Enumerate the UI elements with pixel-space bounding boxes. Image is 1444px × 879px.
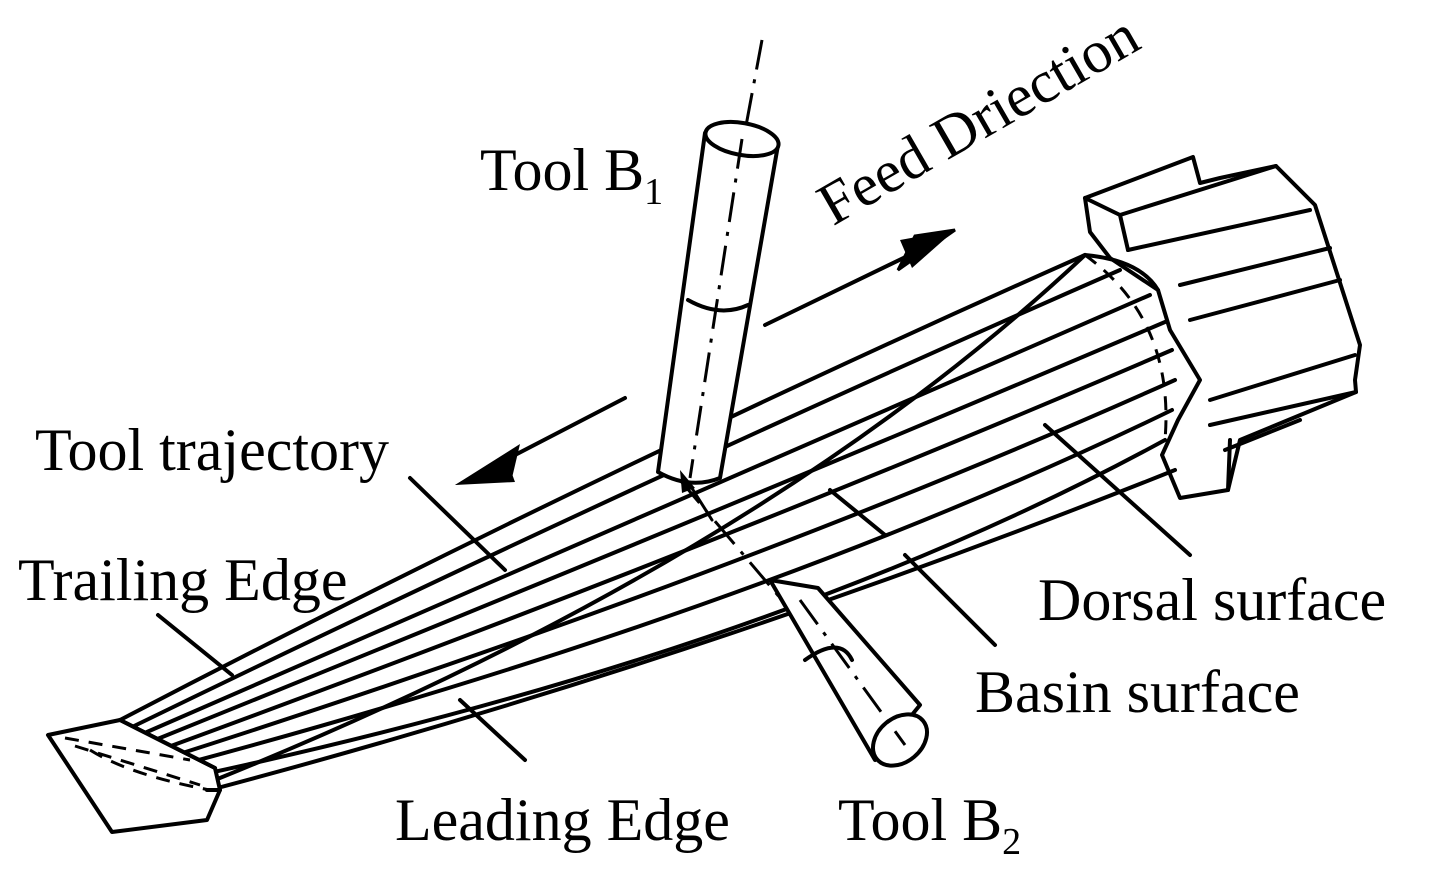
- tool-b1-label: Tool B1: [480, 137, 663, 211]
- tool-b1-subscript: 1: [644, 171, 664, 213]
- leading-edge-text: Leading Edge: [395, 787, 730, 853]
- tool-trajectory-text: Tool trajectory: [35, 417, 389, 483]
- contact-arrow: [680, 470, 714, 522]
- dorsal-surface-label: Dorsal surface: [1038, 570, 1386, 630]
- dorsal-surface-text: Dorsal surface: [1038, 567, 1387, 633]
- tool-trajectory-arrow: [455, 396, 627, 485]
- basin-surface-text: Basin surface: [975, 659, 1300, 725]
- feed-direction-arrow: [763, 228, 956, 327]
- trailing-edge-text: Trailing Edge: [18, 547, 348, 613]
- tool-b1-text: Tool B: [480, 137, 645, 203]
- leader-lines: [156, 423, 1192, 762]
- tool-b2-text: Tool B: [838, 787, 1003, 853]
- trailing-edge-label: Trailing Edge: [18, 550, 347, 610]
- tool-b2: [678, 479, 929, 768]
- tool-b2-label: Tool B2: [838, 787, 1021, 861]
- tool-trajectory-label: Tool trajectory: [35, 420, 389, 480]
- tool-b2-subscript: 2: [1002, 821, 1022, 863]
- leading-edge-label: Leading Edge: [395, 790, 730, 850]
- tool-b1: [656, 39, 781, 485]
- basin-surface-label: Basin surface: [975, 662, 1300, 722]
- blade-tip: [46, 718, 222, 834]
- blade-root-block: [1083, 155, 1362, 500]
- blade-airfoil: [118, 253, 1177, 792]
